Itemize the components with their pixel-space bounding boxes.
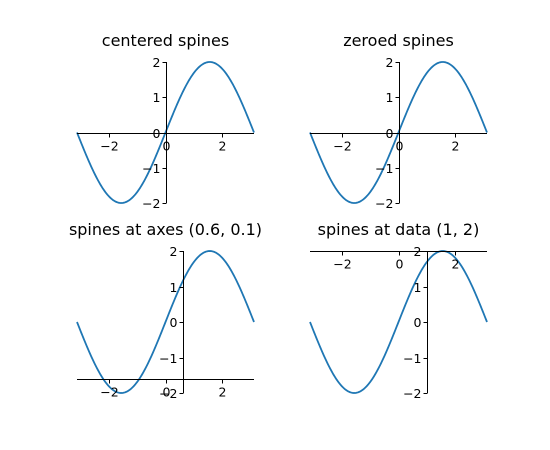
y-tick-label: 1 — [170, 280, 178, 295]
subplot-title: spines at data (1, 2) — [318, 220, 480, 239]
sine-curve — [309, 250, 488, 394]
y-tick-label: 0 — [153, 126, 161, 141]
y-tick-label: 1 — [414, 280, 422, 295]
y-tick-label: −2 — [159, 386, 177, 401]
sine-curve — [76, 61, 255, 204]
y-tick-label: 1 — [386, 90, 394, 105]
y-tick-label: 1 — [153, 90, 161, 105]
x-tick-label: 2 — [452, 257, 460, 272]
x-tick-label: 0 — [163, 385, 171, 400]
y-tick-label: −1 — [159, 351, 177, 366]
y-tick-label: −2 — [375, 196, 393, 211]
y-tick-label: 2 — [414, 244, 422, 259]
sine-curve — [309, 61, 488, 204]
y-tick-label: 0 — [386, 126, 394, 141]
y-tick-label: 0 — [170, 315, 178, 330]
y-tick-label: −2 — [403, 386, 421, 401]
x-tick-label: −2 — [333, 139, 351, 154]
x-tick-label: 2 — [219, 139, 227, 154]
y-tick-label: 2 — [386, 55, 394, 70]
y-tick-label: −2 — [142, 196, 160, 211]
y-tick-label: 2 — [153, 55, 161, 70]
subplot-title: centered spines — [102, 31, 229, 50]
subplot-title: spines at axes (0.6, 0.1) — [69, 220, 262, 239]
subplot-title: zeroed spines — [343, 31, 454, 50]
x-tick-label: 0 — [163, 139, 171, 154]
x-tick-label: 0 — [396, 139, 404, 154]
x-tick-label: −2 — [100, 139, 118, 154]
x-tick-label: −2 — [100, 385, 118, 400]
y-tick-label: 2 — [170, 244, 178, 259]
y-tick-label: −1 — [375, 161, 393, 176]
y-tick-label: 0 — [414, 315, 422, 330]
x-tick-label: 2 — [219, 385, 227, 400]
y-tick-label: −1 — [142, 161, 160, 176]
x-tick-label: −2 — [333, 257, 351, 272]
y-tick-label: −1 — [403, 351, 421, 366]
sine-curve — [76, 250, 255, 394]
x-tick-label: 0 — [396, 257, 404, 272]
x-tick-label: 2 — [452, 139, 460, 154]
